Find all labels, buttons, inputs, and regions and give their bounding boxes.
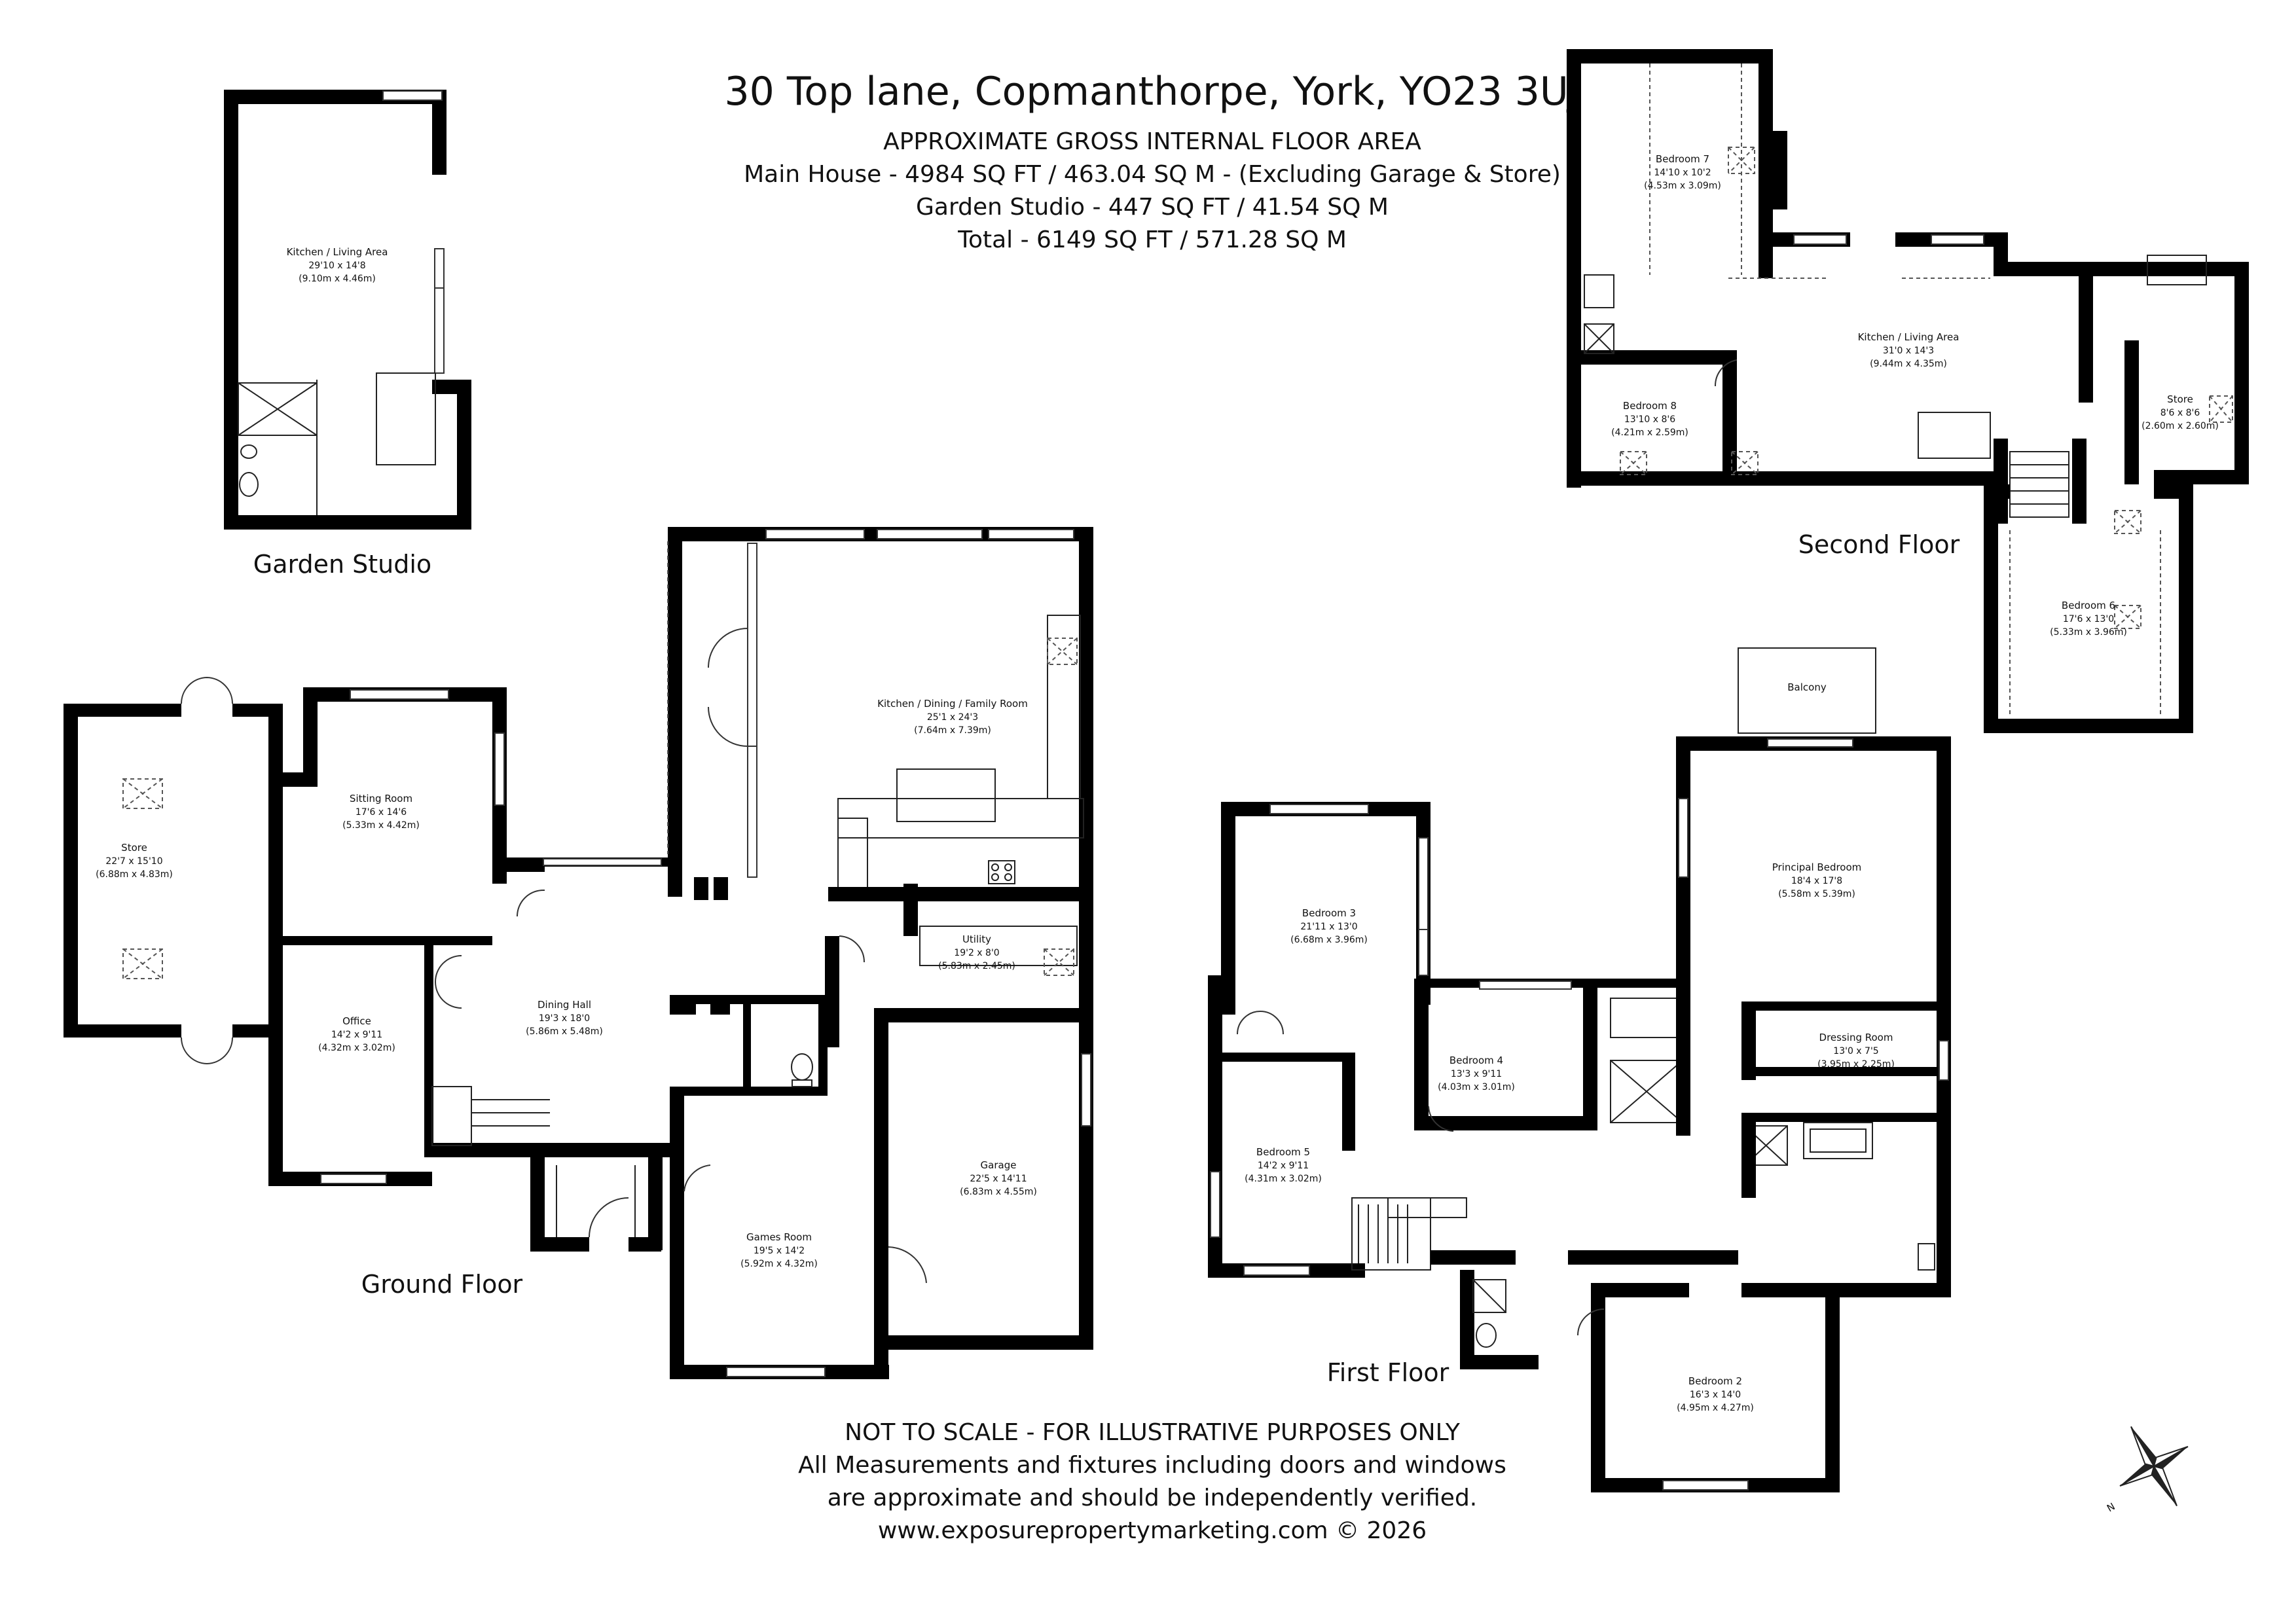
first-floor-plan: Balcony Bedroom 3 21'11 x 13'0 (6.68m x … <box>1208 647 1951 1492</box>
store-ground-name: Store <box>121 842 147 854</box>
store-ground-dim-metric: (6.88m x 4.83m) <box>96 869 173 880</box>
bedroom5-name: Bedroom 5 <box>1256 1146 1310 1158</box>
garden-studio-plan: Kitchen / Living Area 29'10 x 14'8 (9.10… <box>224 90 471 579</box>
games-room-dim-metric: (5.92m x 4.32m) <box>740 1259 818 1269</box>
garden-studio-label: Garden Studio <box>253 550 431 579</box>
ground-floor-plan: Store 22'7 x 15'10 (6.88m x 4.83m) Sitti… <box>64 527 1093 1379</box>
bedroom2-dim-imperial: 16'3 x 14'0 <box>1690 1390 1741 1400</box>
bedroom8-dim-imperial: 13'10 x 8'6 <box>1624 414 1675 425</box>
dining-hall-dim-imperial: 19'3 x 18'0 <box>539 1013 590 1024</box>
office-name: Office <box>342 1015 371 1027</box>
bedroom2-name: Bedroom 2 <box>1688 1375 1742 1387</box>
utility-dim-metric: (5.83m x 2.45m) <box>938 961 1015 971</box>
bedroom8-dim-metric: (4.21m x 2.59m) <box>1611 427 1688 438</box>
disclaimer-line-2: All Measurements and fixtures including … <box>798 1452 1506 1479</box>
address-title: 30 Top lane, Copmanthorpe, York, YO23 3U… <box>724 69 1580 115</box>
principal-dim-imperial: 18'4 x 17'8 <box>1791 876 1842 886</box>
kitchen-family-dim-imperial: 25'1 x 24'3 <box>927 712 978 723</box>
disclaimer: NOT TO SCALE - FOR ILLUSTRATIVE PURPOSES… <box>798 1419 1506 1544</box>
bedroom4-name: Bedroom 4 <box>1449 1055 1503 1066</box>
studio-kitchen-name: Kitchen / Living Area <box>287 246 388 258</box>
bedroom6-name: Bedroom 6 <box>2062 600 2115 611</box>
garage-dim-imperial: 22'5 x 14'11 <box>970 1174 1027 1184</box>
total-area: Total - 6149 SQ FT / 571.28 SQ M <box>957 226 1347 253</box>
bedroom6-dim-imperial: 17'6 x 13'0 <box>2063 614 2114 624</box>
compass-icon <box>2119 1426 2189 1507</box>
sitting-room-name: Sitting Room <box>350 793 412 804</box>
second-floor-plan: Bedroom 7 14'10 x 10'2 (4.53m x 3.09m) K… <box>1567 49 2249 733</box>
bedroom5-dim-metric: (4.31m x 3.02m) <box>1245 1174 1322 1184</box>
dining-hall-dim-metric: (5.86m x 5.48m) <box>526 1026 603 1037</box>
bedroom7-name: Bedroom 7 <box>1656 153 1709 165</box>
kitchen-second-dim-imperial: 31'0 x 14'3 <box>1883 346 1934 356</box>
main-house-area: Main House - 4984 SQ FT / 463.04 SQ M - … <box>744 161 1561 188</box>
garage-dim-metric: (6.83m x 4.55m) <box>960 1187 1037 1197</box>
kitchen-second-dim-metric: (9.44m x 4.35m) <box>1870 359 1947 369</box>
area-heading: APPROXIMATE GROSS INTERNAL FLOOR AREA <box>883 128 1421 155</box>
sitting-room-dim-imperial: 17'6 x 14'6 <box>355 807 407 818</box>
compass-north-letter: N <box>2105 1500 2117 1514</box>
store-second-dim-metric: (2.60m x 2.60m) <box>2141 421 2219 431</box>
bedroom3-dim-metric: (6.68m x 3.96m) <box>1290 935 1368 945</box>
garden-studio-area: Garden Studio - 447 SQ FT / 41.54 SQ M <box>916 194 1389 221</box>
bedroom2-dim-metric: (4.95m x 4.27m) <box>1677 1403 1754 1413</box>
bedroom8-name: Bedroom 8 <box>1623 400 1677 412</box>
office-dim-metric: (4.32m x 3.02m) <box>318 1043 395 1053</box>
kitchen-family-dim-metric: (7.64m x 7.39m) <box>914 725 991 736</box>
principal-name: Principal Bedroom <box>1772 861 1862 873</box>
first-floor-label: First Floor <box>1327 1358 1449 1387</box>
bedroom6-dim-metric: (5.33m x 3.96m) <box>2050 627 2127 638</box>
website-copyright: www.exposurepropertymarketing.com © 2026 <box>878 1517 1427 1544</box>
bedroom7-dim-imperial: 14'10 x 10'2 <box>1654 168 1711 178</box>
bedroom3-dim-imperial: 21'11 x 13'0 <box>1300 922 1357 932</box>
ground-floor-label: Ground Floor <box>361 1270 523 1299</box>
dining-hall-name: Dining Hall <box>538 999 591 1011</box>
dressing-name: Dressing Room <box>1819 1032 1893 1043</box>
office-dim-imperial: 14'2 x 9'11 <box>331 1030 382 1040</box>
kitchen-family-name: Kitchen / Dining / Family Room <box>877 698 1028 710</box>
bedroom4-dim-metric: (4.03m x 3.01m) <box>1438 1082 1515 1092</box>
utility-dim-imperial: 19'2 x 8'0 <box>954 948 999 958</box>
dressing-dim-imperial: 13'0 x 7'5 <box>1833 1046 1878 1056</box>
bedroom3-name: Bedroom 3 <box>1302 907 1356 919</box>
studio-kitchen-dim-metric: (9.10m x 4.46m) <box>299 274 376 284</box>
bedroom7-dim-metric: (4.53m x 3.09m) <box>1644 181 1721 191</box>
principal-dim-metric: (5.58m x 5.39m) <box>1778 889 1855 899</box>
balcony-name: Balcony <box>1787 681 1827 693</box>
second-floor-label: Second Floor <box>1798 530 1960 559</box>
store-second-name: Store <box>2167 393 2193 405</box>
bedroom5-dim-imperial: 14'2 x 9'11 <box>1258 1161 1309 1171</box>
garage-name: Garage <box>981 1159 1017 1171</box>
studio-kitchen-dim-imperial: 29'10 x 14'8 <box>308 261 365 271</box>
disclaimer-line-3: are approximate and should be independen… <box>828 1485 1478 1511</box>
store-second-dim-imperial: 8'6 x 8'6 <box>2160 408 2200 418</box>
store-ground-dim-imperial: 22'7 x 15'10 <box>105 856 162 867</box>
utility-name: Utility <box>962 933 991 945</box>
games-room-name: Games Room <box>746 1231 812 1243</box>
sitting-room-dim-metric: (5.33m x 4.42m) <box>342 820 420 831</box>
bedroom4-dim-imperial: 13'3 x 9'11 <box>1451 1069 1502 1079</box>
disclaimer-line-1: NOT TO SCALE - FOR ILLUSTRATIVE PURPOSES… <box>845 1419 1461 1446</box>
dressing-dim-metric: (3.95m x 2.25m) <box>1817 1059 1895 1070</box>
games-room-dim-imperial: 19'5 x 14'2 <box>754 1246 805 1256</box>
kitchen-second-name: Kitchen / Living Area <box>1858 331 1959 343</box>
header: 30 Top lane, Copmanthorpe, York, YO23 3U… <box>724 69 1580 253</box>
